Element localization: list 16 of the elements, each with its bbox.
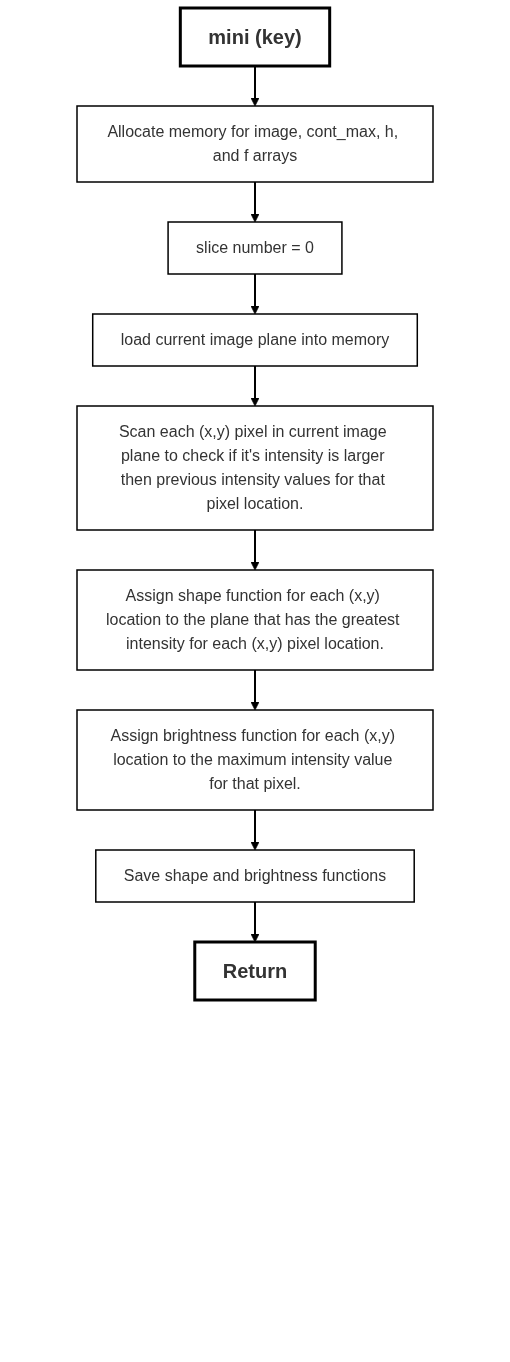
arrow [250, 809, 260, 851]
node-box: mini (key) [178, 6, 332, 68]
node-box: slice number = 0 [167, 221, 343, 275]
node-box: Save shape and brightness functions [95, 849, 415, 903]
arrow [250, 365, 260, 407]
node-box: load current image plane into memory [91, 313, 419, 367]
arrow [250, 529, 260, 571]
node-box: Assign shape function for each (x,y) location to the plane that has the greatest intensity for each (x,y) pixel location. [76, 569, 434, 671]
arrow [250, 273, 260, 315]
node-box: Allocate memory for image, cont_max, h, and f arrays [76, 105, 434, 183]
arrow [250, 669, 260, 711]
node-box: Scan each (x,y) pixel in current image plane to check if it's intensity is larger then previous intensity values for that pixel location. [76, 405, 434, 531]
arrow [250, 901, 260, 943]
node-box: Return [193, 940, 317, 1002]
node-box: Assign brightness function for each (x,y) location to the maximum intensity value for that pixel. [76, 709, 434, 811]
arrow [250, 181, 260, 223]
